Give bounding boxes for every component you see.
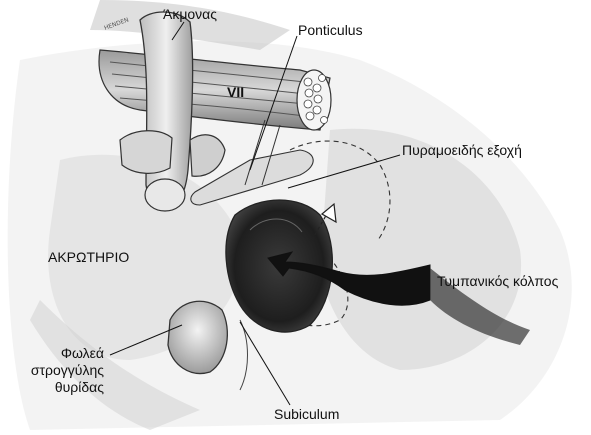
round-window-niche-label-line2: στρογγύλης (30, 362, 104, 378)
round-window-niche-label: Φωλεά στρογγύλης θυρίδας (22, 345, 104, 396)
subiculum-label: Subiculum (274, 406, 340, 422)
sinus-tympani-outline (284, 234, 349, 327)
incus (119, 11, 226, 212)
sinus-tympani-label: Τυμπανικός κόλπος (437, 273, 559, 289)
facial-nerve-label: VII (227, 84, 245, 100)
ponticulus-structure (190, 119, 314, 206)
round-window-niche-label-line3: θυρίδας (54, 379, 104, 395)
sinus-tympani-arrow-tail (430, 268, 530, 345)
pyramidal-eminence-label: Πυραμοειδής εξοχή (402, 142, 522, 158)
round-window-niche (167, 300, 248, 391)
round-window-niche-label-line1: Φωλεά (60, 345, 104, 361)
sinus-tympani-arrow (267, 251, 431, 306)
incus-label: Άκμονας (162, 6, 218, 22)
ponticulus-label: Ponticulus (298, 22, 363, 38)
dashed-arrow (311, 202, 337, 241)
leader-lines (109, 21, 401, 406)
pyramidal-eminence-outline (289, 140, 391, 241)
promontory-label: ΑΚΡΩΤΗΡΙΟ (48, 249, 130, 265)
